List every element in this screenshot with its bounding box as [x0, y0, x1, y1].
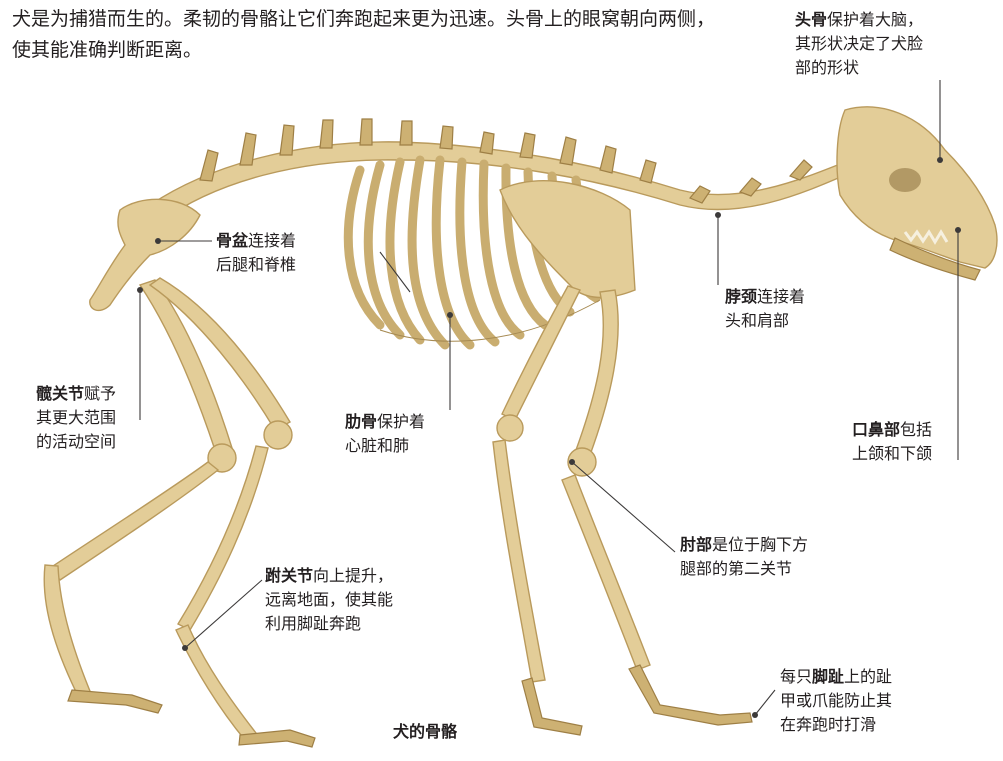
label-ribs: 肋骨保护着 心脏和肺 — [345, 410, 425, 458]
label-elbow: 肘部是位于胸下方 腿部的第二关节 — [680, 533, 808, 581]
label-toes-rest: 上的趾 — [844, 667, 892, 686]
spine — [150, 119, 852, 222]
label-toes-bold: 脚趾 — [812, 667, 844, 686]
label-muzzle: 口鼻部包括 上颌和下颌 — [852, 418, 932, 466]
label-skull-rest: 保护着大脑， — [827, 10, 923, 29]
fore-leg-far — [493, 286, 582, 735]
label-elbow-bold: 肘部 — [680, 535, 712, 554]
intro-text: 犬是为捕猎而生的。柔韧的骨骼让它们奔跑起来更为迅速。头骨上的眼窝朝向两侧，使其能… — [12, 4, 732, 66]
label-neck-bold: 脖颈 — [725, 287, 757, 306]
label-hip-line3: 的活动空间 — [36, 432, 116, 451]
label-skull-bold: 头骨 — [795, 10, 827, 29]
label-skull: 头骨保护着大脑， 其形状决定了犬脸 部的形状 — [795, 8, 923, 80]
label-hock-line3: 利用脚趾奔跑 — [265, 614, 361, 633]
skull — [837, 107, 997, 280]
label-muzzle-bold: 口鼻部 — [852, 420, 900, 439]
label-pelvis-line2: 后腿和脊椎 — [216, 255, 296, 274]
label-hip-line2: 其更大范围 — [36, 408, 116, 427]
label-elbow-line2: 腿部的第二关节 — [680, 559, 792, 578]
label-hock-bold: 跗关节 — [265, 566, 313, 585]
label-toes-line3: 在奔跑时打滑 — [780, 715, 876, 734]
label-pelvis-rest: 连接着 — [248, 231, 296, 250]
label-ribs-line2: 心脏和肺 — [345, 436, 409, 455]
label-elbow-rest: 是位于胸下方 — [712, 535, 808, 554]
label-skull-line2: 其形状决定了犬脸 — [795, 34, 923, 53]
label-pelvis-bold: 骨盆 — [216, 231, 248, 250]
label-muzzle-line2: 上颌和下颌 — [852, 444, 932, 463]
label-hock-rest: 向上提升， — [313, 566, 393, 585]
label-toes-line2: 甲或爪能防止其 — [780, 691, 892, 710]
label-toes-prefix: 每只 — [780, 667, 812, 686]
label-hip-rest: 赋予 — [84, 384, 116, 403]
label-skull-line3: 部的形状 — [795, 58, 859, 77]
label-hip: 髋关节赋予 其更大范围 的活动空间 — [36, 382, 116, 454]
figure-caption: 犬的骨骼 — [393, 718, 457, 742]
label-neck-line2: 头和肩部 — [725, 311, 789, 330]
label-neck: 脖颈连接着 头和肩部 — [725, 285, 805, 333]
label-pelvis: 骨盆连接着 后腿和脊椎 — [216, 229, 296, 277]
label-neck-rest: 连接着 — [757, 287, 805, 306]
label-ribs-rest: 保护着 — [377, 412, 425, 431]
label-hock-line2: 远离地面，使其能 — [265, 590, 393, 609]
label-hip-bold: 髋关节 — [36, 384, 84, 403]
label-toes: 每只脚趾上的趾 甲或爪能防止其 在奔跑时打滑 — [780, 665, 892, 737]
label-muzzle-rest: 包括 — [900, 420, 932, 439]
fore-leg-near — [562, 290, 752, 725]
label-ribs-bold: 肋骨 — [345, 412, 377, 431]
label-hock: 跗关节向上提升， 远离地面，使其能 利用脚趾奔跑 — [265, 564, 393, 636]
